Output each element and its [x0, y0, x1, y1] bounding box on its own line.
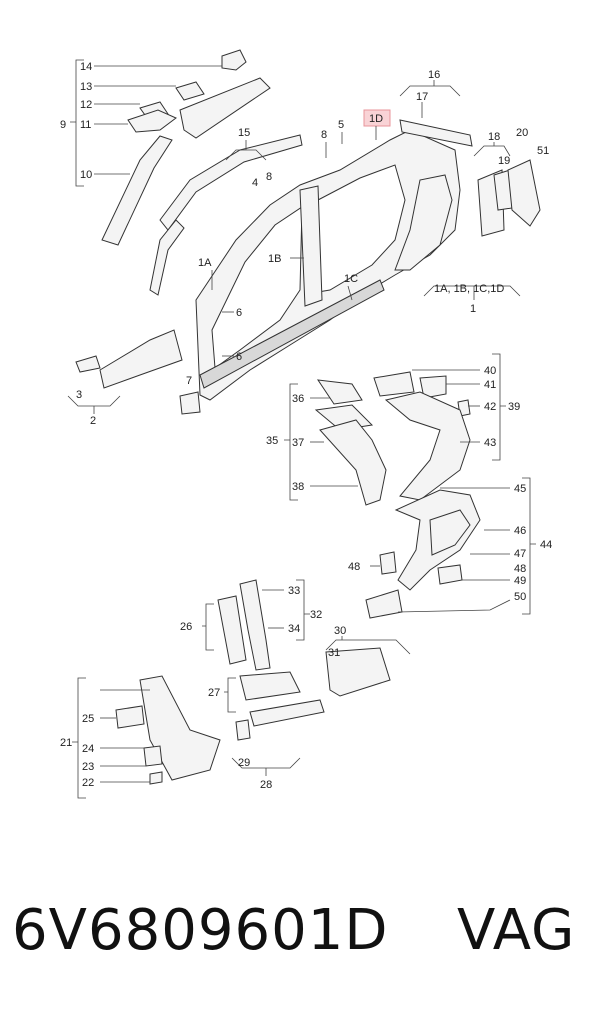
label-12: 12	[80, 99, 92, 111]
part-7	[179, 391, 201, 415]
brace-28	[231, 757, 301, 776]
label-44: 44	[540, 539, 552, 551]
parts-16-to-20	[399, 119, 541, 237]
label-1b: 1B	[268, 253, 281, 265]
label-36: 36	[292, 393, 304, 405]
label-14: 14	[80, 61, 92, 73]
parts-15	[149, 134, 303, 296]
label-32: 32	[310, 609, 322, 621]
label-3: 3	[76, 389, 82, 401]
brace-26	[202, 603, 214, 651]
parts-21-to-25	[115, 675, 221, 785]
brace-39	[492, 353, 506, 461]
label-18: 18	[488, 131, 500, 143]
label-34: 34	[288, 623, 300, 635]
label-51: 51	[537, 145, 549, 157]
parts-diagram: 14 13 12 9 11 10 15 8 5 1D 16 17 18 20 1…	[60, 49, 552, 799]
caption-bar: 6V6809601D VAG	[0, 880, 600, 990]
brace-21	[72, 677, 86, 799]
label-10: 10	[80, 169, 92, 181]
label-1d: 1D	[369, 113, 383, 125]
label-42: 42	[484, 401, 496, 413]
parts-26-32	[217, 579, 271, 671]
label-2: 2	[90, 415, 96, 427]
label-43: 43	[484, 437, 496, 449]
highlight-1d	[363, 109, 391, 127]
label-29: 29	[238, 757, 250, 769]
brace-16	[399, 80, 461, 97]
label-6b: 6	[236, 351, 242, 363]
parts-35-to-38	[314, 379, 387, 506]
label-16: 16	[428, 69, 440, 81]
label-30: 30	[334, 625, 346, 637]
label-17: 17	[416, 91, 428, 103]
brace-35	[284, 383, 298, 501]
label-5: 5	[338, 119, 344, 131]
brace-15	[225, 140, 267, 161]
parts-2-3	[75, 329, 183, 389]
label-1a: 1A	[198, 257, 212, 269]
label-49: 49	[514, 575, 526, 587]
label-24: 24	[82, 743, 94, 755]
label-1c: 1C	[344, 273, 358, 285]
label-48a: 48	[514, 563, 526, 575]
brace-2	[67, 395, 121, 414]
label-8b: 8	[266, 171, 272, 183]
label-48b: 48	[348, 561, 360, 573]
label-26: 26	[180, 621, 192, 633]
parts-39-to-43	[373, 371, 471, 501]
label-15: 15	[238, 127, 250, 139]
label-28: 28	[260, 779, 272, 791]
label-19: 19	[498, 155, 510, 167]
brace-18	[473, 142, 511, 157]
label-38: 38	[292, 481, 304, 493]
label-1-group: 1A, 1B, 1C,1D	[434, 283, 504, 295]
label-31: 31	[328, 647, 340, 659]
label-46: 46	[514, 525, 526, 537]
leader-lines	[94, 65, 511, 783]
label-47: 47	[514, 548, 526, 560]
brace-27	[224, 677, 236, 713]
label-22: 22	[82, 777, 94, 789]
label-1: 1	[470, 303, 476, 315]
brand-name: VAG	[457, 898, 576, 963]
label-39: 39	[508, 401, 520, 413]
callout-labels: 14 13 12 9 11 10 15 8 5 1D 16 17 18 20 1…	[60, 61, 552, 791]
label-9: 9	[60, 119, 66, 131]
label-6a: 6	[236, 307, 242, 319]
parts-44-to-50	[365, 489, 481, 619]
label-13: 13	[80, 81, 92, 93]
label-20: 20	[516, 127, 528, 139]
brace-1	[423, 285, 521, 300]
label-4: 4	[252, 177, 258, 189]
label-35: 35	[266, 435, 278, 447]
label-40: 40	[484, 365, 496, 377]
brace-30	[325, 636, 411, 655]
parts-27-to-31	[235, 647, 391, 741]
label-23: 23	[82, 761, 94, 773]
label-21: 21	[60, 737, 72, 749]
part-number: 6V6809601D	[12, 898, 389, 963]
brace-32	[296, 579, 310, 641]
label-11: 11	[80, 119, 91, 131]
brace-9	[70, 59, 84, 187]
label-8a: 8	[321, 129, 327, 141]
parts-9-to-14	[101, 49, 271, 246]
side-panel-assembly	[195, 129, 461, 401]
label-45: 45	[514, 483, 526, 495]
label-50: 50	[514, 591, 526, 603]
label-37: 37	[292, 437, 304, 449]
brace-44	[522, 477, 536, 615]
label-27: 27	[208, 687, 220, 699]
label-7: 7	[186, 375, 192, 387]
label-25: 25	[82, 713, 94, 725]
label-41: 41	[484, 379, 496, 391]
label-33: 33	[288, 585, 300, 597]
